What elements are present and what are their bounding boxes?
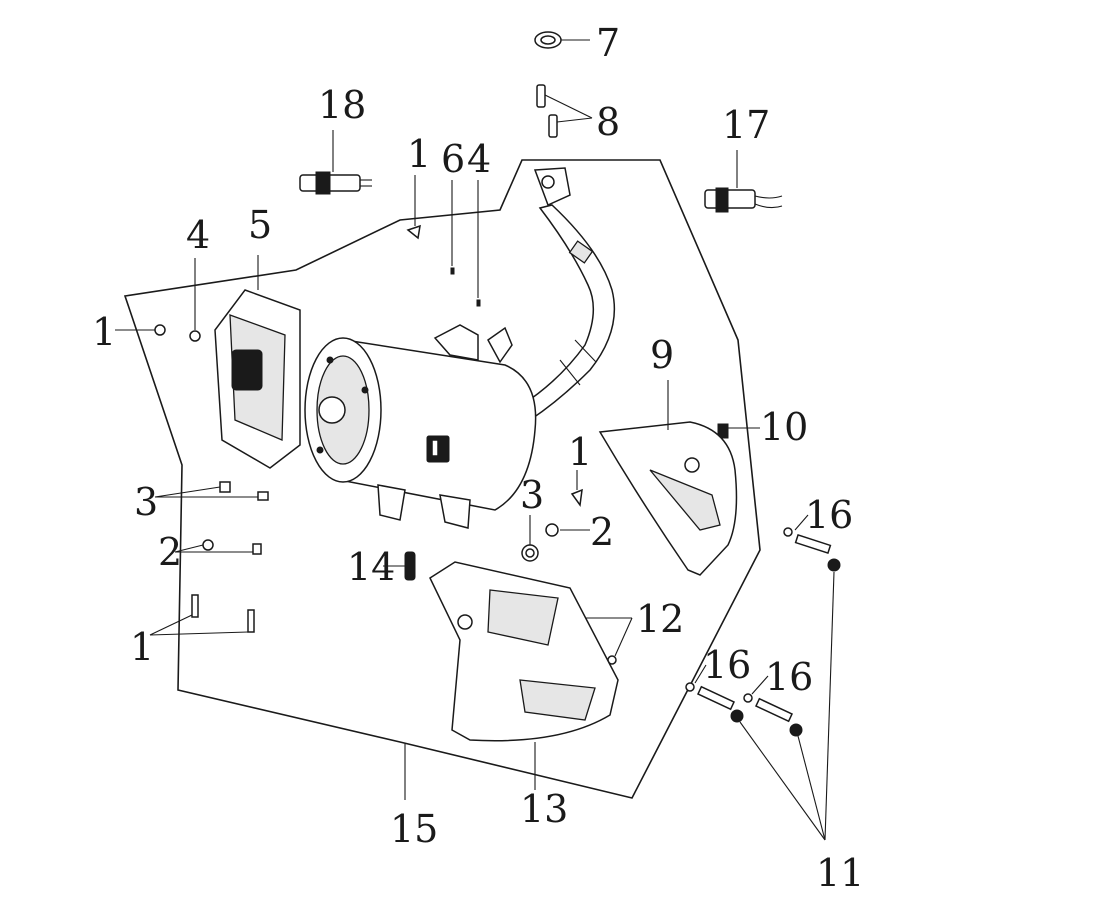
callout-1-bottom: 1 [130,625,154,669]
callout-4-mid: 4 [467,137,491,181]
callout-1-top: 1 [407,132,431,176]
callout-9: 9 [650,333,674,377]
callout-11: 11 [816,851,864,895]
callout-14: 14 [347,545,395,589]
part-18-oxygen-sensor [299,130,372,195]
callout-5: 5 [248,203,272,247]
callout-6: 6 [441,137,465,181]
callout-18: 18 [318,83,366,127]
assembly-outline [123,159,761,799]
callout-12: 12 [636,597,684,641]
exhaust-header-pipe [521,167,616,422]
callout-17: 17 [722,103,770,147]
callout-3-left: 3 [134,480,158,524]
callout-8: 8 [596,100,620,144]
part-13-lower-cover [429,561,619,790]
callout-13: 13 [520,787,568,831]
callout-10: 10 [760,405,808,449]
callout-16-left: 16 [703,643,751,687]
callout-1-left: 1 [92,310,116,354]
part-9-heat-shield [598,380,738,576]
muffler-body [304,324,537,529]
callout-1-mid: 1 [568,430,592,474]
callout-16-right: 16 [765,655,813,699]
callout-16-top: 16 [805,493,853,537]
part-8-studs [536,84,593,138]
part-7-gasket [534,31,590,49]
callout-3-mid: 3 [520,473,544,517]
callout-4-left: 4 [186,213,210,257]
callout-15: 15 [390,807,438,851]
callout-2-left: 2 [158,530,182,574]
part-5-end-cap [214,255,301,469]
part-17-sensor [704,150,783,213]
part-11-16-bolts [685,514,841,841]
callout-2-right: 2 [590,510,614,554]
callout-7: 7 [596,21,620,65]
